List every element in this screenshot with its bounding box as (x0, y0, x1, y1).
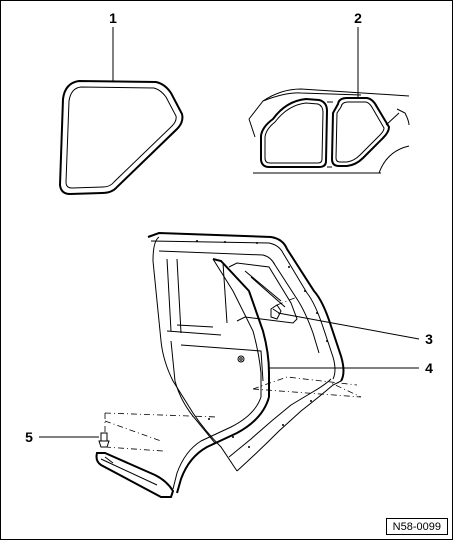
part-1-window-seal (58, 79, 184, 196)
callout-4: 4 (425, 360, 433, 376)
rear-door-assembly (95, 231, 345, 498)
callout-3: 3 (425, 331, 433, 347)
callout-1: 1 (109, 10, 117, 26)
callout-5: 5 (25, 429, 33, 445)
callout-2: 2 (354, 10, 362, 26)
assembly-lines (104, 296, 362, 452)
part-2-body-seals (248, 88, 410, 174)
figure-id-label: N58-0099 (385, 518, 448, 535)
leader-3 (277, 312, 420, 340)
